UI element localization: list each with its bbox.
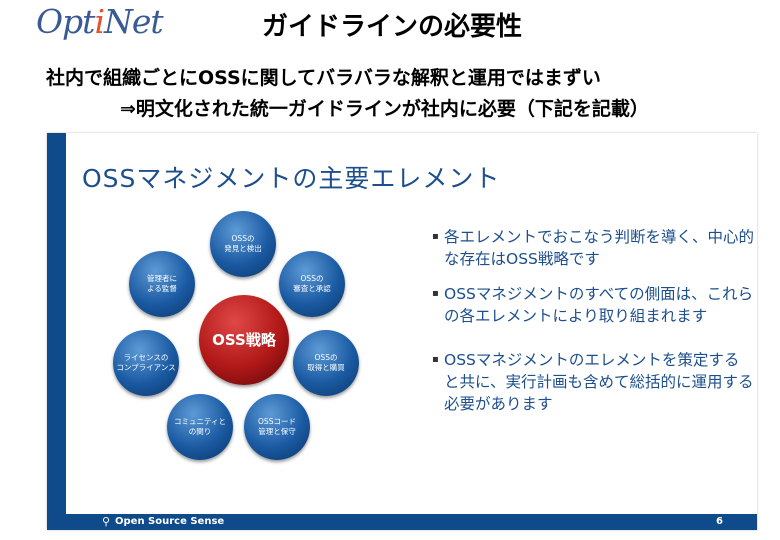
circle-label: の関り bbox=[188, 427, 212, 436]
element-circle: OSSの発見と検出 bbox=[210, 211, 276, 277]
bullet-item: OSSマネジメントのすべての側面は、これらの各エレメントにより取り組まれます bbox=[432, 283, 754, 327]
element-circle: OSSコード管理と保守 bbox=[244, 394, 310, 460]
slide-footer-bar: ⚲ Open Source Sense 6 bbox=[47, 514, 757, 530]
embedded-slide: OSSマネジメントの主要エレメント OSS戦略 OSSの発見と検出 OSSの審査… bbox=[47, 133, 757, 530]
element-circle: コミュニティとの関り bbox=[167, 394, 233, 460]
center-circle-oss-strategy: OSS戦略 bbox=[199, 295, 289, 385]
lightbulb-icon: ⚲ bbox=[102, 515, 111, 528]
element-circle: ライセンスのコンプライアンス bbox=[113, 330, 179, 396]
circle-label: OSSの bbox=[314, 352, 338, 362]
footer-brand: Open Source Sense bbox=[115, 516, 225, 527]
logo-part: i bbox=[94, 2, 105, 41]
slide-left-bar bbox=[47, 133, 66, 530]
optinet-logo: OptiNet bbox=[36, 2, 164, 41]
subtitle-line-1: 社内で組織ごとにOSSに関してバラバラな解釈と運用ではまずい bbox=[46, 67, 601, 89]
logo-part: Net bbox=[104, 2, 164, 41]
circle-label: OSS戦略 bbox=[212, 330, 276, 349]
circle-label: よる監督 bbox=[147, 284, 177, 293]
slide-title: OSSマネジメントの主要エレメント bbox=[82, 164, 501, 193]
circle-label: コンプライアンス bbox=[116, 363, 176, 372]
circle-label: 管理者に bbox=[147, 273, 177, 283]
bullet-item: 各エレメントでおこなう判断を導く、中心的な存在はOSS戦略です bbox=[432, 226, 754, 270]
element-circle: OSSの取得と購買 bbox=[293, 330, 359, 396]
circle-label: OSSの bbox=[300, 273, 324, 283]
bullet-item: OSSマネジメントのエレメントを策定すると共に、実行計画も含めて総括的に運用する… bbox=[432, 349, 754, 415]
subtitle-line-2: ⇒明文化された統一ガイドラインが社内に必要（下記を記載） bbox=[120, 98, 649, 120]
circle-label: 管理と保守 bbox=[258, 427, 296, 436]
circle-label: 発見と検出 bbox=[224, 244, 262, 253]
circle-label: ライセンスの bbox=[123, 352, 169, 362]
page-number: 6 bbox=[716, 516, 723, 527]
logo-part: Opt bbox=[36, 2, 95, 41]
circle-label: 取得と購買 bbox=[307, 363, 345, 372]
element-circle: OSSの審査と承認 bbox=[279, 251, 345, 317]
page-title: ガイドラインの必要性 bbox=[262, 12, 523, 42]
circle-label: OSSの bbox=[231, 233, 255, 243]
element-circle: 管理者による監督 bbox=[129, 251, 195, 317]
circle-label: OSSコード bbox=[258, 416, 296, 426]
circle-label: 審査と承認 bbox=[293, 284, 331, 293]
circle-label: コミュニティと bbox=[173, 416, 227, 426]
